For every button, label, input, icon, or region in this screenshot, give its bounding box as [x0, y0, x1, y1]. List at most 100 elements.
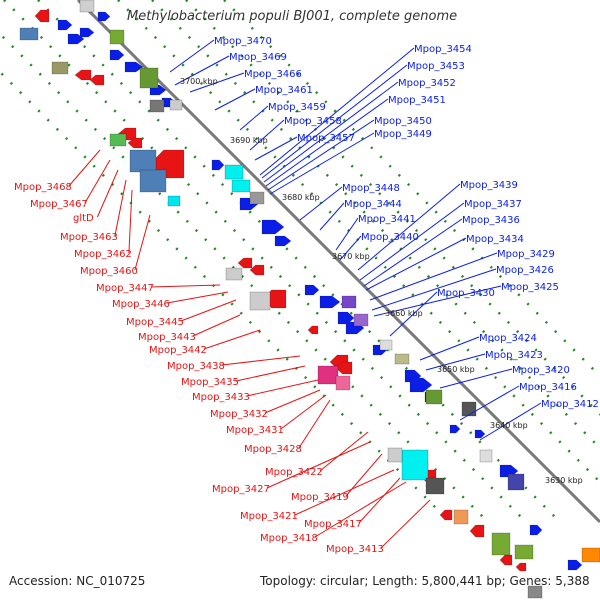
gene-block-25: [401, 449, 429, 481]
minus-gene-3: [89, 74, 105, 86]
label-Mpop_3452: Mpop_3452: [398, 78, 456, 89]
leader-Mpop_3437: [359, 202, 465, 281]
plus-gene-1: [57, 19, 73, 31]
leader-Mpop_3457: [254, 136, 298, 161]
label-Mpop_3448: Mpop_3448: [342, 183, 400, 194]
plus-gene-12: [274, 235, 292, 247]
leader-Mpop_3462: [128, 189, 133, 254]
gene-block-30: [514, 544, 534, 560]
label-Mpop_3419: Mpop_3419: [291, 492, 349, 503]
leader-Mpop_3425: [373, 285, 502, 317]
leader-Mpop_3469: [174, 55, 230, 86]
label-Mpop_3449: Mpop_3449: [374, 129, 432, 140]
label-Mpop_3468: Mpop_3468: [14, 182, 72, 193]
leader-Mpop_3460: [134, 214, 151, 271]
leader-Mpop_3426: [371, 268, 497, 311]
plus-gene-25: [567, 559, 583, 571]
plus-gene-11: [261, 219, 285, 235]
label-Mpop_3423: Mpop_3423: [485, 350, 543, 361]
label-Mpop_3470: Mpop_3470: [214, 36, 272, 47]
label-Mpop_3445: Mpop_3445: [126, 317, 184, 328]
leader-Mpop_3427: [266, 441, 371, 489]
plus-gene-9: [211, 159, 225, 171]
leader-Mpop_3440: [339, 235, 362, 261]
minus-gene-10: [307, 325, 319, 335]
leader-Mpop_3447: [150, 284, 221, 288]
gene-block-5: [139, 67, 159, 89]
label-Mpop_3417: Mpop_3417: [304, 519, 362, 530]
label-Mpop_3416: Mpop_3416: [519, 382, 577, 393]
gene-block-10: [109, 133, 127, 147]
label-Mpop_3422: Mpop_3422: [265, 467, 323, 478]
leader-Mpop_3435: [235, 365, 306, 382]
gene-block-12: [224, 164, 244, 180]
label-Mpop_3461: Mpop_3461: [255, 85, 313, 96]
leader-Mpop_3421: [294, 469, 395, 516]
leader-Mpop_3459: [239, 105, 269, 131]
label-Mpop_3451: Mpop_3451: [388, 95, 446, 106]
label-Mpop_3447: Mpop_3447: [96, 283, 154, 294]
label-Mpop_3467: Mpop_3467: [30, 199, 88, 210]
gene-block-3: [109, 29, 125, 45]
leader-Mpop_3451: [265, 98, 389, 187]
gene-block-7: [169, 99, 183, 111]
label-Mpop_3450: Mpop_3450: [374, 116, 432, 127]
plus-gene-22: [474, 429, 486, 439]
plus-gene-14: [319, 295, 341, 309]
label-Mpop_3441: Mpop_3441: [358, 214, 416, 225]
leader-Mpop_3452: [263, 81, 399, 183]
gene-block-17: [341, 295, 357, 309]
minus-gene-17: [499, 554, 513, 566]
gene-block-19: [394, 353, 410, 365]
gene-block-16: [249, 291, 271, 311]
minus-gene-2: [74, 69, 92, 81]
leader-Mpop_3448: [299, 186, 343, 221]
label-Mpop_3431: Mpop_3431: [226, 425, 284, 436]
leader-Mpop_3434: [365, 237, 467, 291]
genome-backbone: [76, 0, 600, 524]
label-Mpop_3420: Mpop_3420: [512, 365, 570, 376]
leader-Mpop_3466: [189, 72, 245, 93]
gene-block-24: [461, 401, 477, 417]
label-Mpop_3424: Mpop_3424: [479, 333, 537, 344]
gene-block-33: [479, 449, 493, 463]
leader-Mpop_3420: [439, 368, 513, 389]
minus-gene-7: [237, 257, 253, 269]
label-Mpop_3444: Mpop_3444: [344, 199, 402, 210]
label-Mpop_3457: Mpop_3457: [297, 133, 355, 144]
gene-block-34: [527, 585, 543, 599]
gene-block-22: [335, 375, 351, 391]
leader-Mpop_3450: [267, 119, 375, 191]
label-Mpop_3440: Mpop_3440: [361, 232, 419, 243]
gene-block-23: [425, 389, 443, 405]
gene-block-21: [317, 365, 339, 385]
label-Mpop_3430: Mpop_3430: [437, 288, 495, 299]
leader-Mpop_3433: [246, 379, 319, 397]
leader-Mpop_3453: [261, 64, 408, 179]
leader-Mpop_3424: [419, 336, 480, 361]
label-Mpop_3421: Mpop_3421: [240, 511, 298, 522]
label-Mpop_3469: Mpop_3469: [229, 52, 287, 63]
label-gltD: gltD: [73, 213, 94, 224]
label-Mpop_3433: Mpop_3433: [192, 392, 250, 403]
label-Mpop_3413: Mpop_3413: [326, 544, 384, 555]
gene-block-14: [249, 191, 265, 205]
label-Mpop_3426: Mpop_3426: [496, 265, 554, 276]
gene-block-13: [231, 179, 251, 193]
label-Mpop_3466: Mpop_3466: [244, 69, 302, 80]
label-Mpop_3442: Mpop_3442: [149, 345, 207, 356]
gene-features: [19, 0, 600, 599]
minus-gene-18: [515, 562, 527, 572]
topology-text: Topology: circular; Length: 5,800,441 bp…: [260, 574, 590, 588]
label-Mpop_3460: Mpop_3460: [80, 266, 138, 277]
minus-gene-8: [249, 264, 265, 276]
leader-Mpop_3429: [369, 252, 498, 301]
dotted-track-6: [151, 0, 600, 450]
label-Mpop_3428: Mpop_3428: [244, 444, 302, 455]
gene-block-2: [79, 0, 95, 13]
gene-block-28: [453, 509, 469, 525]
leader-Mpop_3441: [335, 217, 359, 251]
minus-gene-1: [34, 9, 50, 23]
plus-gene-6: [124, 61, 144, 73]
